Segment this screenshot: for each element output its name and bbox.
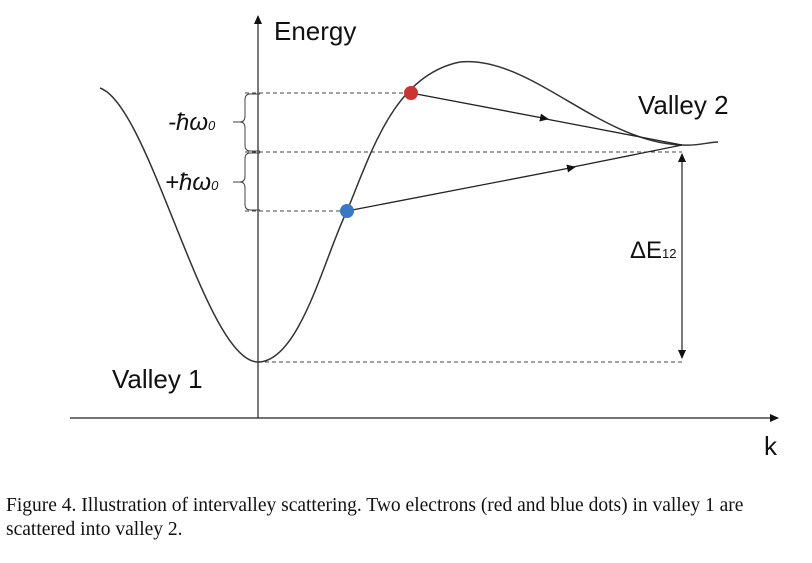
blue-electron-dot <box>340 204 354 218</box>
delta-e-subscript: 12 <box>662 246 676 261</box>
red-scatter-path-tail <box>545 118 683 146</box>
minus-phonon-text: -ħω <box>168 109 208 136</box>
figure-caption: Figure 4. Illustration of intervalley sc… <box>6 495 744 540</box>
plus-phonon-label: +ħω0 <box>165 169 219 196</box>
valley1-label: Valley 1 <box>112 364 203 394</box>
red-electron-dot <box>404 86 418 100</box>
valley2-label: Valley 2 <box>638 90 729 120</box>
k-label: k <box>764 431 778 461</box>
plus-phonon-text: +ħω <box>165 169 211 196</box>
minus-phonon-brace <box>233 93 260 152</box>
energy-label: Energy <box>274 16 356 46</box>
plus-phonon-brace <box>233 152 260 211</box>
blue-scatter-path <box>346 164 576 212</box>
blue-scatter-path-tail <box>572 144 683 168</box>
minus-phonon-label: -ħω0 <box>168 109 216 136</box>
delta-e-text: ΔE <box>630 237 662 264</box>
band-curve <box>99 60 719 363</box>
minus-phonon-subscript: 0 <box>208 118 216 133</box>
plus-phonon-subscript: 0 <box>211 178 219 193</box>
red-scatter-path <box>410 92 549 122</box>
delta-e-label: ΔE12 <box>630 237 677 264</box>
scattering-diagram: Energy k Valley 1 Valley 2 ΔE12 -ħω0 +ħω… <box>70 15 779 461</box>
